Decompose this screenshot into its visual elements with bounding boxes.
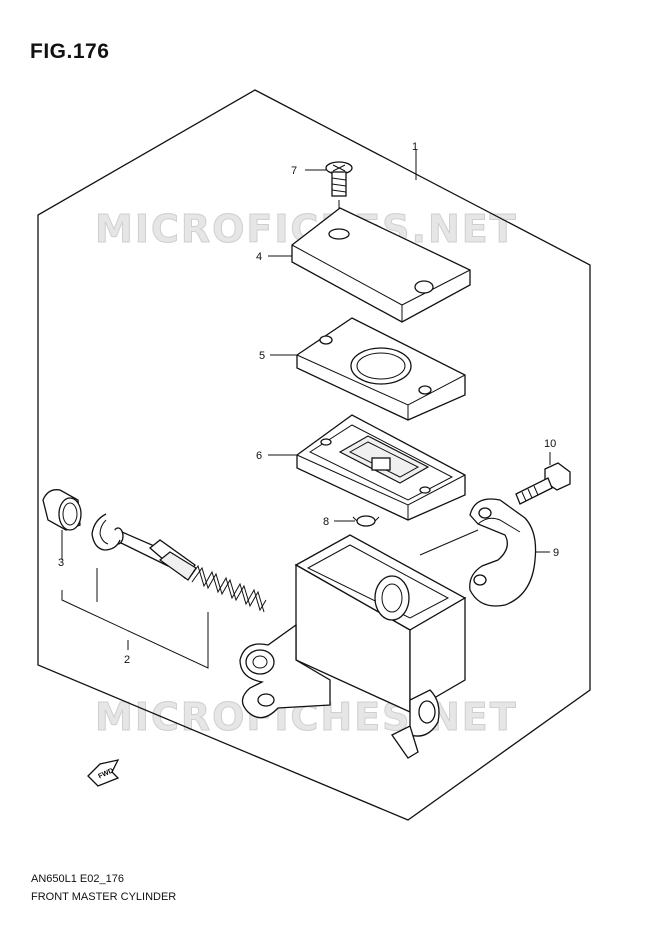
- master-cylinder-body-part: [239, 534, 467, 759]
- figure-name: FRONT MASTER CYLINDER: [31, 891, 177, 903]
- callout-4: 4: [256, 251, 262, 263]
- circlip-part: [91, 513, 121, 551]
- callout-3: 3: [58, 557, 64, 569]
- diaphragm-part: [296, 414, 466, 521]
- callout-8: 8: [323, 516, 329, 528]
- assembly-boundary: [37, 89, 591, 821]
- callout-1: 1: [412, 141, 418, 153]
- callout-10: 10: [544, 438, 556, 450]
- bolt-part: [515, 462, 571, 505]
- leader-body: [419, 529, 479, 556]
- screw-part: [325, 161, 353, 225]
- boot-part: [42, 489, 82, 531]
- callout-2: 2: [124, 654, 130, 666]
- callout-7: 7: [291, 165, 297, 177]
- diaphragm-plate-part: [296, 317, 466, 421]
- figure-code: AN650L1 E02_176: [31, 873, 124, 885]
- figure-title: FIG.176: [30, 40, 110, 63]
- reservoir-cap-part: [291, 207, 471, 323]
- callout-9: 9: [553, 547, 559, 559]
- ring-part: [352, 515, 380, 527]
- holder-part: [469, 498, 537, 607]
- leader-lines: [61, 150, 551, 669]
- spring-coils: [187, 564, 267, 613]
- callout-numbers: 1 2 3 4 5 6 7 8 9 10: [58, 141, 559, 666]
- callout-6: 6: [256, 450, 262, 462]
- leader-2: [61, 568, 209, 669]
- piston-spring-part: [112, 527, 267, 613]
- callout-5: 5: [259, 350, 265, 362]
- forward-arrow-icon: FWD: [87, 759, 120, 787]
